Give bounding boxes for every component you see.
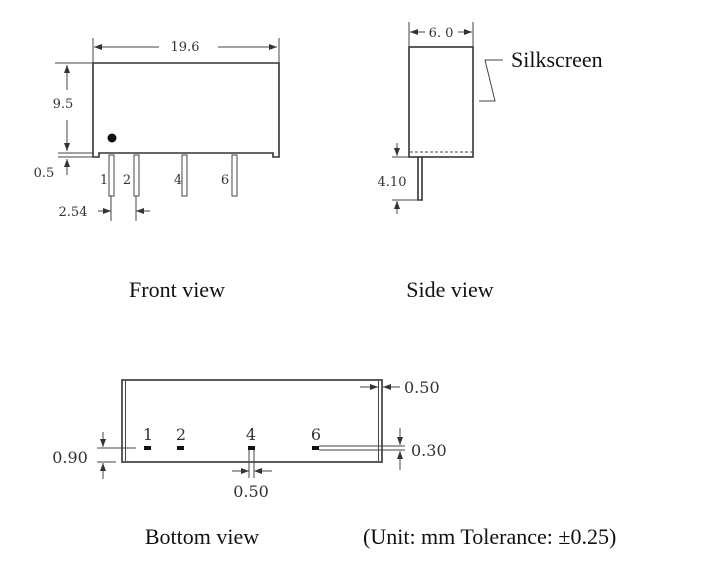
front-pin-label: 4	[174, 173, 182, 188]
bottom-wall-dim: 0.50	[404, 378, 440, 397]
silkscreen-leader	[479, 59, 503, 102]
front-pin-label: 6	[221, 173, 229, 188]
silkscreen-label: Silkscreen	[511, 47, 603, 72]
bottom-pin-label: 6	[311, 425, 321, 444]
side-view: 6. 0 4.10 Silkscreen Side view	[378, 22, 603, 302]
front-pin-label: 2	[123, 173, 131, 188]
front-pins	[108, 154, 238, 197]
front-height-dim: 9.5	[53, 97, 74, 112]
bottom-view: 0.50 1 2 4 6 0.30 0.90 0.50 Bottom view	[52, 378, 446, 549]
unit-tolerance-note: (Unit: mm Tolerance: ±0.25)	[363, 524, 616, 549]
bottom-pin-label: 2	[176, 425, 186, 444]
bottom-pin-width-dim: 0.50	[233, 482, 269, 501]
front-view-caption: Front view	[129, 277, 225, 302]
bottom-pin-thickness-dim: 0.30	[411, 441, 447, 460]
front-width-dim: 19.6	[171, 40, 200, 55]
side-body-outline	[408, 46, 474, 158]
bottom-pins	[144, 446, 319, 450]
bottom-pin-offset-dim: 0.90	[52, 448, 88, 467]
bottom-body-outline	[121, 379, 383, 463]
pin1-marker-dot	[107, 133, 117, 143]
bottom-pin-label: 4	[246, 425, 256, 444]
front-pin-label: 1	[100, 173, 108, 188]
front-body-outline	[92, 62, 280, 158]
front-pitch-dim: 2.54	[59, 205, 88, 220]
front-view: 19.6 9.5 0.5 1 2 4 6 2.54 Front view	[34, 38, 280, 302]
front-standoff-dim: 0.5	[34, 166, 55, 181]
side-depth-dim: 6. 0	[429, 26, 454, 41]
bottom-view-caption: Bottom view	[145, 524, 259, 549]
side-pin-length-dim: 4.10	[378, 175, 407, 190]
side-pin	[417, 157, 423, 201]
bottom-pin-label: 1	[143, 425, 153, 444]
side-view-caption: Side view	[406, 277, 493, 302]
